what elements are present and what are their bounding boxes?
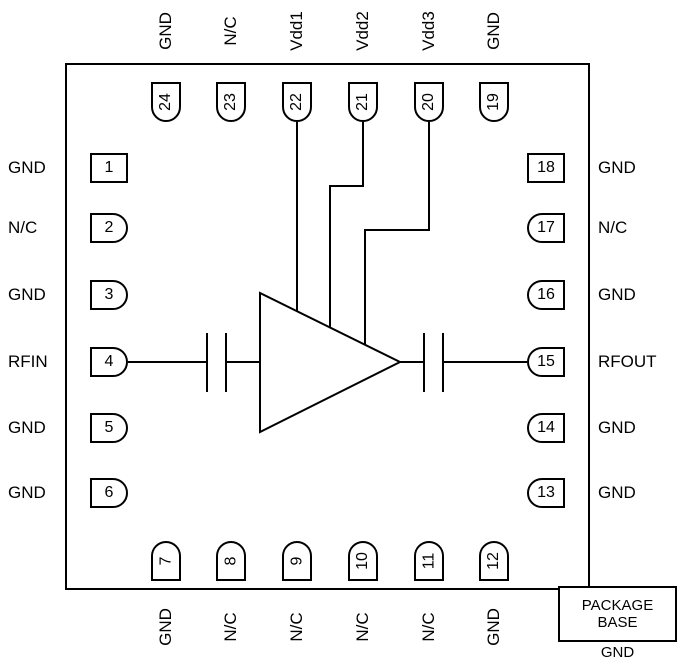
pin-15-label: RFOUT <box>598 352 657 371</box>
pin-17: 17 <box>527 213 565 243</box>
pin-23-label: N/C <box>221 16 240 46</box>
pin-21: 21 <box>348 82 378 122</box>
vdd2-wire <box>329 122 364 328</box>
amplifier-triangle-icon <box>259 291 403 434</box>
pin-18-label: GND <box>598 158 636 177</box>
pin-3-label: GND <box>8 285 46 304</box>
pin-5-label: GND <box>8 418 46 437</box>
pin-6-number: 6 <box>104 484 114 501</box>
pin-11-label: N/C <box>419 612 438 642</box>
pin-6-label: GND <box>8 483 46 502</box>
pin-16-number: 16 <box>537 286 555 303</box>
pin-14-number: 14 <box>537 419 555 436</box>
pin-8: 8 <box>216 541 246 581</box>
pin-14-label: GND <box>598 418 636 437</box>
pin-18-number: 18 <box>537 159 555 176</box>
pin-22-label: Vdd1 <box>287 11 306 51</box>
pin-20-label: Vdd3 <box>419 11 438 51</box>
pin-13: 13 <box>527 478 565 508</box>
pin-10-number: 10 <box>353 552 371 570</box>
pin-15: 15 <box>527 347 565 377</box>
pin-4: 4 <box>90 347 128 377</box>
pin-10-label: N/C <box>353 612 372 642</box>
pin-24: 24 <box>151 82 181 122</box>
pin-2: 2 <box>90 213 128 243</box>
package-base-gnd-label: GND <box>600 644 635 661</box>
pin-15-number: 15 <box>537 353 555 370</box>
pin-19-label: GND <box>484 12 503 50</box>
pin-12: 12 <box>479 541 509 581</box>
pin-19-number: 19 <box>484 93 502 111</box>
pin-18: 18 <box>527 153 565 183</box>
vdd3-wire <box>364 122 430 345</box>
pin-2-number: 2 <box>104 219 114 236</box>
pin-11-number: 11 <box>419 552 437 570</box>
pin-5-number: 5 <box>104 419 114 436</box>
pin-17-label: N/C <box>598 218 628 237</box>
pin-8-number: 8 <box>222 556 239 566</box>
output-capacitor-icon <box>423 333 444 392</box>
pin-1: 1 <box>90 153 128 183</box>
pin-10: 10 <box>348 541 378 581</box>
pin-2-label: N/C <box>8 218 38 237</box>
pin-12-number: 12 <box>484 552 502 570</box>
pin-24-label: GND <box>156 12 175 50</box>
pin-9: 9 <box>282 541 312 581</box>
pin-20-number: 20 <box>419 93 437 111</box>
pin-13-number: 13 <box>537 484 555 501</box>
pin-24-number: 24 <box>156 93 174 111</box>
pin-21-label: Vdd2 <box>353 11 372 51</box>
pin-13-label: GND <box>598 483 636 502</box>
pin-16: 16 <box>527 280 565 310</box>
pin-3: 3 <box>90 280 128 310</box>
pin-7-label: GND <box>156 608 175 646</box>
pin-14: 14 <box>527 413 565 443</box>
pin-16-label: GND <box>598 285 636 304</box>
pin-12-label: GND <box>484 608 503 646</box>
pin-20: 20 <box>414 82 444 122</box>
pin-8-label: N/C <box>221 612 240 642</box>
pin-19: 19 <box>479 82 509 122</box>
pin-22: 22 <box>282 82 312 122</box>
pin-9-number: 9 <box>288 556 305 566</box>
pin-21-number: 21 <box>353 93 371 111</box>
package-base-line1: PACKAGE <box>581 597 654 614</box>
pin-7: 7 <box>151 541 181 581</box>
pin-23-number: 23 <box>221 93 239 111</box>
pin-1-number: 1 <box>104 159 114 176</box>
pin-23: 23 <box>216 82 246 122</box>
pin-9-label: N/C <box>287 612 306 642</box>
pin-4-number: 4 <box>104 353 114 370</box>
pin-7-number: 7 <box>157 556 174 566</box>
pin-17-number: 17 <box>537 219 555 236</box>
pin-22-number: 22 <box>287 93 305 111</box>
pin-1-label: GND <box>8 158 46 177</box>
pin-4-label: RFIN <box>8 352 48 371</box>
package-base-line2: BASE <box>597 614 638 631</box>
pin-11: 11 <box>414 541 444 581</box>
pin-5: 5 <box>90 413 128 443</box>
pin-3-number: 3 <box>104 286 114 303</box>
package-base-box: PACKAGE BASE <box>558 586 677 642</box>
input-capacitor-icon <box>206 333 227 392</box>
pin-6: 6 <box>90 478 128 508</box>
